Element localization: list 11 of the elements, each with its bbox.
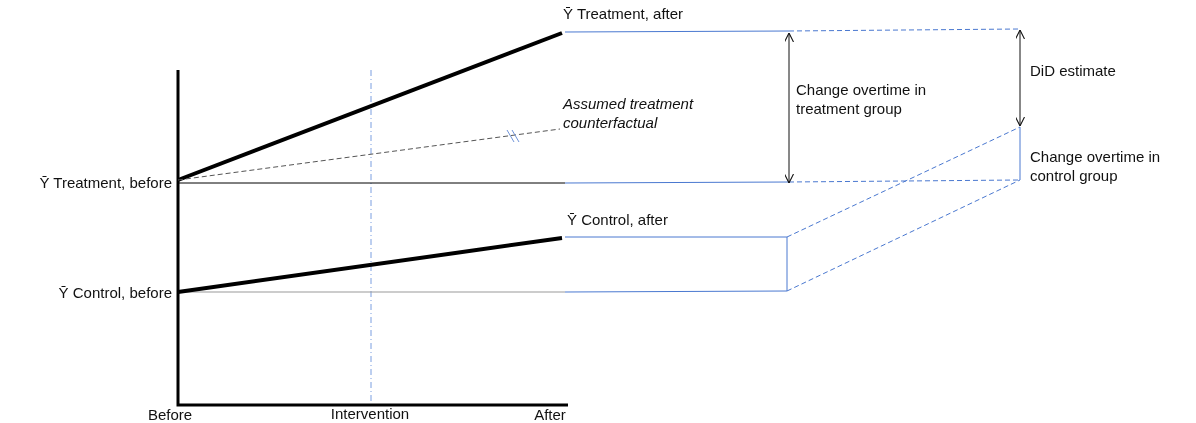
axis-tick-label: Intervention [329, 406, 411, 422]
counterfactual-label: Assumed treatment counterfactual [563, 94, 695, 132]
annotation-label: Change overtime in treatment group [796, 80, 928, 118]
axis-value-label: Ȳ Control, after [567, 210, 669, 229]
annotation-label: Change overtime in control group [1030, 147, 1162, 185]
axis-value-label: Ȳ Treatment, after [563, 4, 685, 23]
annotation-label: DiD estimate [1030, 61, 1117, 80]
axis-value-label: Ȳ Treatment, before [38, 173, 172, 192]
axis-tick-label: After [533, 407, 567, 423]
axis-tick-label: Before [146, 407, 194, 423]
axis-value-label: Ȳ Control, before [57, 283, 172, 302]
